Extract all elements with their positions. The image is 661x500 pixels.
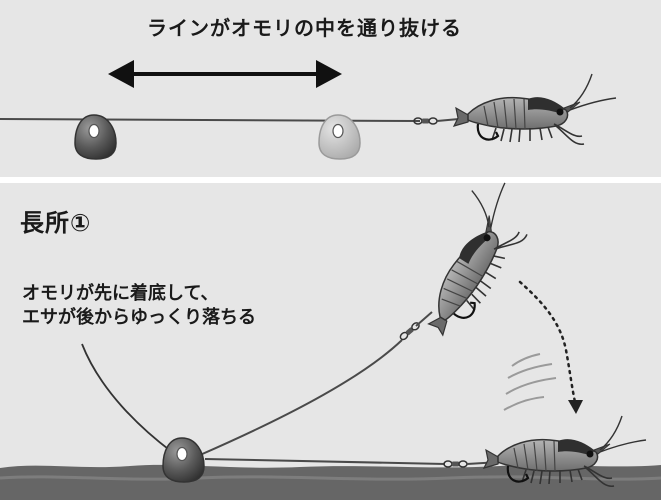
note-text: オモリが先に着底して、 エサが後からゆっくり落ちる xyxy=(22,282,256,330)
note-pointer xyxy=(81,343,173,453)
fishing-line-bottom xyxy=(204,458,446,465)
panel-divider xyxy=(0,177,661,183)
top-caption: ラインがオモリの中を通り抜ける xyxy=(147,16,462,40)
motion-lines-icon xyxy=(503,353,557,411)
leader-line xyxy=(415,311,433,327)
double-arrow-icon xyxy=(108,60,342,88)
seabed-texture xyxy=(0,475,661,481)
note-line-2: エサが後からゆっくり落ちる xyxy=(22,307,256,328)
fishing-line-curve xyxy=(199,339,403,456)
note-line-1: オモリが先に着底して、 xyxy=(22,283,219,304)
dotted-arrow-icon xyxy=(518,280,583,414)
section-heading: 長所① xyxy=(20,209,92,237)
